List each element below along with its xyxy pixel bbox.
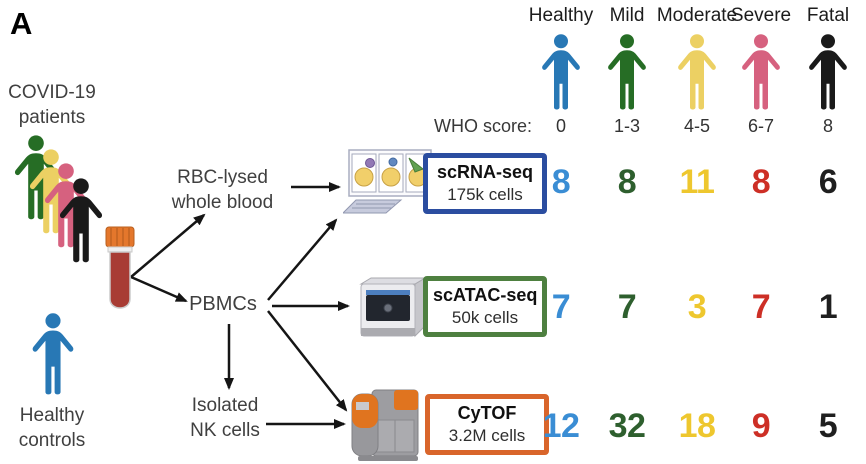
person-icon	[542, 34, 580, 109]
rbc-whole-blood-label: RBC-lysed whole blood	[171, 167, 274, 214]
arrow-pbmc-to-scrna	[267, 218, 338, 301]
severity-person-fatal-icon	[803, 31, 853, 114]
count-cytof-severe: 9	[751, 407, 771, 445]
severity-person-healthy-icon	[536, 31, 586, 114]
cytof-box: CyTOF 3.2M cells	[425, 394, 549, 455]
count-scrna-fatal: 6	[818, 163, 838, 201]
who-score-label: WHO score:	[433, 116, 532, 136]
count-scatac-healthy: 7	[551, 288, 571, 326]
group-label-healthy: Healthy	[528, 5, 594, 26]
cytof-machine-icon	[351, 389, 419, 461]
group-label-fatal: Fatal	[806, 5, 850, 26]
healthy-controls-icon	[26, 310, 80, 399]
count-scatac-severe: 7	[751, 288, 771, 326]
patient-group-icon	[14, 135, 103, 263]
scatac-title: scATAC-seq	[433, 285, 538, 305]
who-score-healthy: 0	[555, 116, 566, 136]
scatac-box: scATAC-seq 50k cells	[423, 276, 547, 337]
sequencer-machine-icon	[359, 277, 427, 338]
person-icon	[742, 34, 780, 109]
who-score-mild: 1-3	[613, 116, 640, 136]
severity-person-mild-icon	[602, 31, 652, 114]
healthy-controls-label: Healthy controls	[18, 405, 86, 452]
count-scatac-moderate: 3	[687, 288, 707, 326]
nk-cells-label: Isolated NK cells	[190, 395, 260, 442]
count-scrna-moderate: 11	[679, 163, 715, 201]
scrna-box: scRNA-seq 175k cells	[423, 153, 547, 214]
count-cytof-fatal: 5	[818, 407, 838, 445]
group-label-moderate: Moderate	[656, 5, 738, 26]
blood-tube-icon	[105, 226, 135, 309]
count-scrna-mild: 8	[617, 163, 637, 201]
person-icon	[809, 34, 847, 109]
count-scrna-severe: 8	[751, 163, 771, 201]
count-scatac-mild: 7	[617, 288, 637, 326]
count-cytof-moderate: 18	[678, 407, 716, 445]
scatac-cell-count: 50k cells	[451, 308, 519, 327]
group-label-mild: Mild	[609, 5, 645, 26]
person-icon	[33, 313, 74, 394]
who-score-fatal: 8	[822, 116, 833, 136]
who-score-moderate: 4-5	[683, 116, 710, 136]
scrna-cell-count: 175k cells	[447, 185, 523, 204]
count-cytof-healthy: 12	[542, 407, 580, 445]
count-cytof-mild: 32	[608, 407, 646, 445]
scrna-title: scRNA-seq	[436, 162, 534, 182]
cytof-cell-count: 3.2M cells	[448, 426, 526, 445]
who-score-severe: 6-7	[747, 116, 774, 136]
count-scatac-fatal: 1	[818, 288, 838, 326]
pbmc-label: PBMCs	[189, 293, 257, 315]
count-scrna-healthy: 8	[551, 163, 571, 201]
group-label-severe: Severe	[730, 5, 792, 26]
severity-person-severe-icon	[736, 31, 786, 114]
person-icon	[608, 34, 646, 109]
cytof-title: CyTOF	[457, 403, 517, 423]
person-icon	[678, 34, 716, 109]
severity-person-moderate-icon	[672, 31, 722, 114]
covid-patients-label: COVID-19 patients	[8, 82, 96, 129]
panel-label: A	[10, 6, 33, 41]
